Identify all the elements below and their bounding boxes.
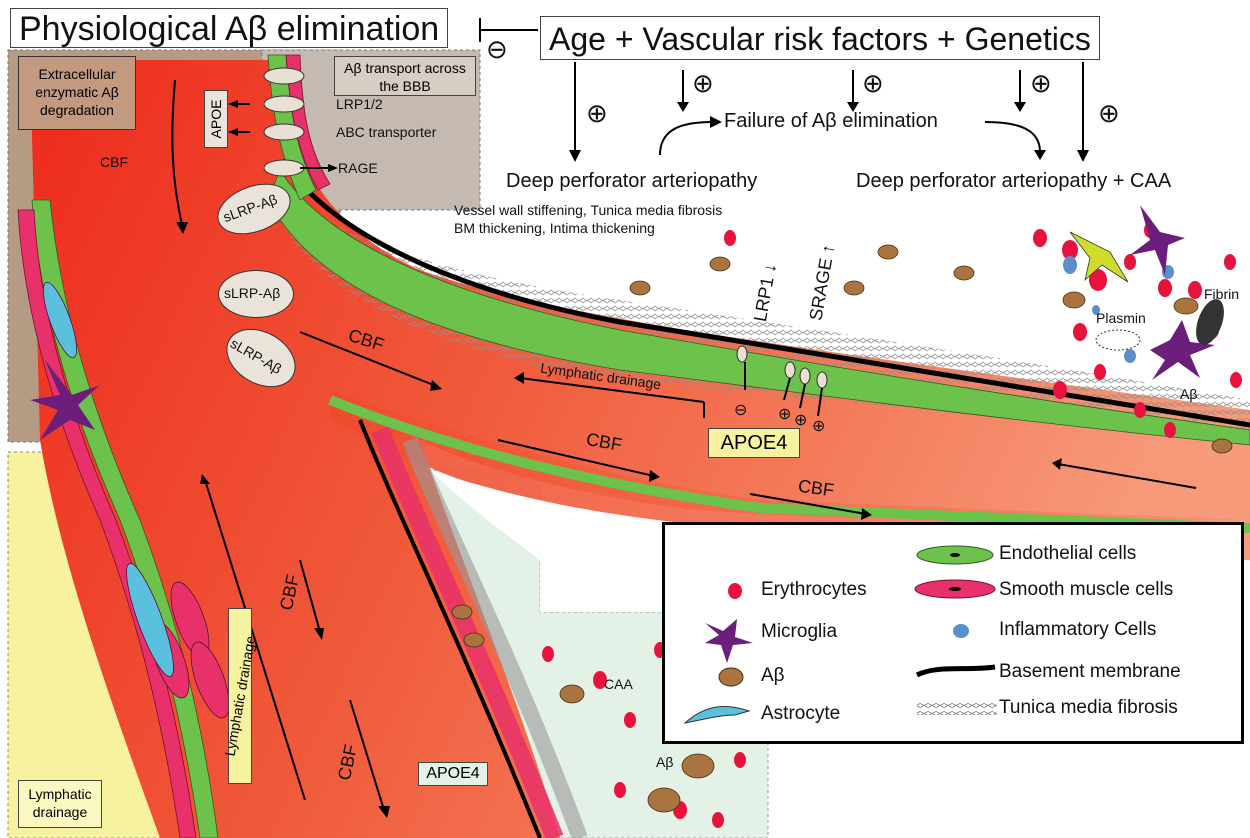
rage-label: RAGE: [338, 160, 378, 176]
lymphatic-vertical-box: Lymphatic drainage: [228, 608, 252, 784]
apoe4-plus-2: ⊕: [794, 410, 807, 430]
abeta-tissue-label: Aβ: [1180, 386, 1197, 402]
plus-symbol-1: ⊕: [586, 98, 608, 129]
lymphatic-box: Lymphatic drainage: [18, 780, 102, 828]
plus-symbol-2: ⊕: [692, 68, 714, 99]
legend-basement: Basement membrane: [999, 661, 1181, 683]
legend-endothelial: Endothelial cells: [999, 543, 1136, 565]
lymphatic-box-label: Lymphatic drainage: [28, 786, 91, 820]
abc-label: ABC transporter: [336, 124, 436, 140]
legend-microglia: Microglia: [761, 621, 837, 643]
microglia-tissue-1: [1130, 205, 1185, 275]
physiological-elimination-label: Physiological Aβ elimination: [19, 10, 439, 48]
wall-changes-2: BM thickening, Intima thickening: [454, 220, 655, 236]
plasmin-shape: [1096, 330, 1140, 350]
wall-changes-1: Vessel wall stiffening, Tunica media fib…: [454, 202, 722, 218]
plus-symbol-5: ⊕: [1098, 98, 1120, 129]
apoe4-minus: ⊖: [734, 400, 747, 420]
fibrin-label: Fibrin: [1204, 286, 1239, 302]
extracellular-label: Extracellular enzymatic Aβ degradation: [35, 66, 119, 118]
deep-perforator-label: Deep perforator arteriopathy: [506, 170, 757, 193]
legend: Erythrocytes Microglia Aβ Astrocyte Endo…: [662, 522, 1244, 744]
extracellular-box: Extracellular enzymatic Aβ degradation: [18, 56, 136, 130]
apoe4-box-main: APOE4: [708, 428, 800, 458]
physiological-elimination-box: Physiological Aβ elimination: [10, 8, 448, 48]
deep-perforator-caa-label: Deep perforator arteriopathy + CAA: [856, 170, 1171, 193]
apoe4-box-caa: APOE4: [418, 762, 488, 786]
plasmin-label: Plasmin: [1096, 310, 1146, 326]
slrp-label-2: sLRP-Aβ: [224, 285, 280, 301]
cbf-label-1: CBF: [100, 154, 128, 170]
legend-astrocyte: Astrocyte: [761, 703, 840, 725]
legend-inflammatory: Inflammatory Cells: [999, 619, 1156, 641]
apoe4-label-caa: APOE4: [426, 765, 479, 782]
abeta-caa-label: Aβ: [656, 754, 673, 770]
apoe-box: APOE: [204, 90, 228, 148]
failure-label: Failure of Aβ elimination: [724, 110, 938, 133]
legend-smooth-muscle: Smooth muscle cells: [999, 579, 1173, 601]
legend-abeta: Aβ: [761, 665, 785, 687]
caa-label: CAA: [604, 676, 633, 692]
plus-symbol-4: ⊕: [1030, 68, 1052, 99]
legend-tunica: Tunica media fibrosis: [999, 697, 1178, 719]
bbb-transport-label: Aβ transport across the BBB: [344, 60, 466, 94]
apoe4-plus-1: ⊕: [778, 404, 791, 424]
apoe-label: APOE: [208, 100, 224, 139]
inhibit-symbol: ⊖: [486, 34, 508, 65]
legend-erythrocytes: Erythrocytes: [761, 579, 867, 601]
apoe4-plus-3: ⊕: [812, 416, 825, 436]
bbb-transport-box: Aβ transport across the BBB: [334, 56, 476, 96]
lrp-label: LRP1/2: [336, 96, 383, 112]
apoe4-label-main: APOE4: [721, 432, 788, 454]
risk-factors-label: Age + Vascular risk factors + Genetics: [549, 21, 1091, 57]
plus-symbol-3: ⊕: [862, 68, 884, 99]
risk-factors-box: Age + Vascular risk factors + Genetics: [540, 16, 1100, 60]
